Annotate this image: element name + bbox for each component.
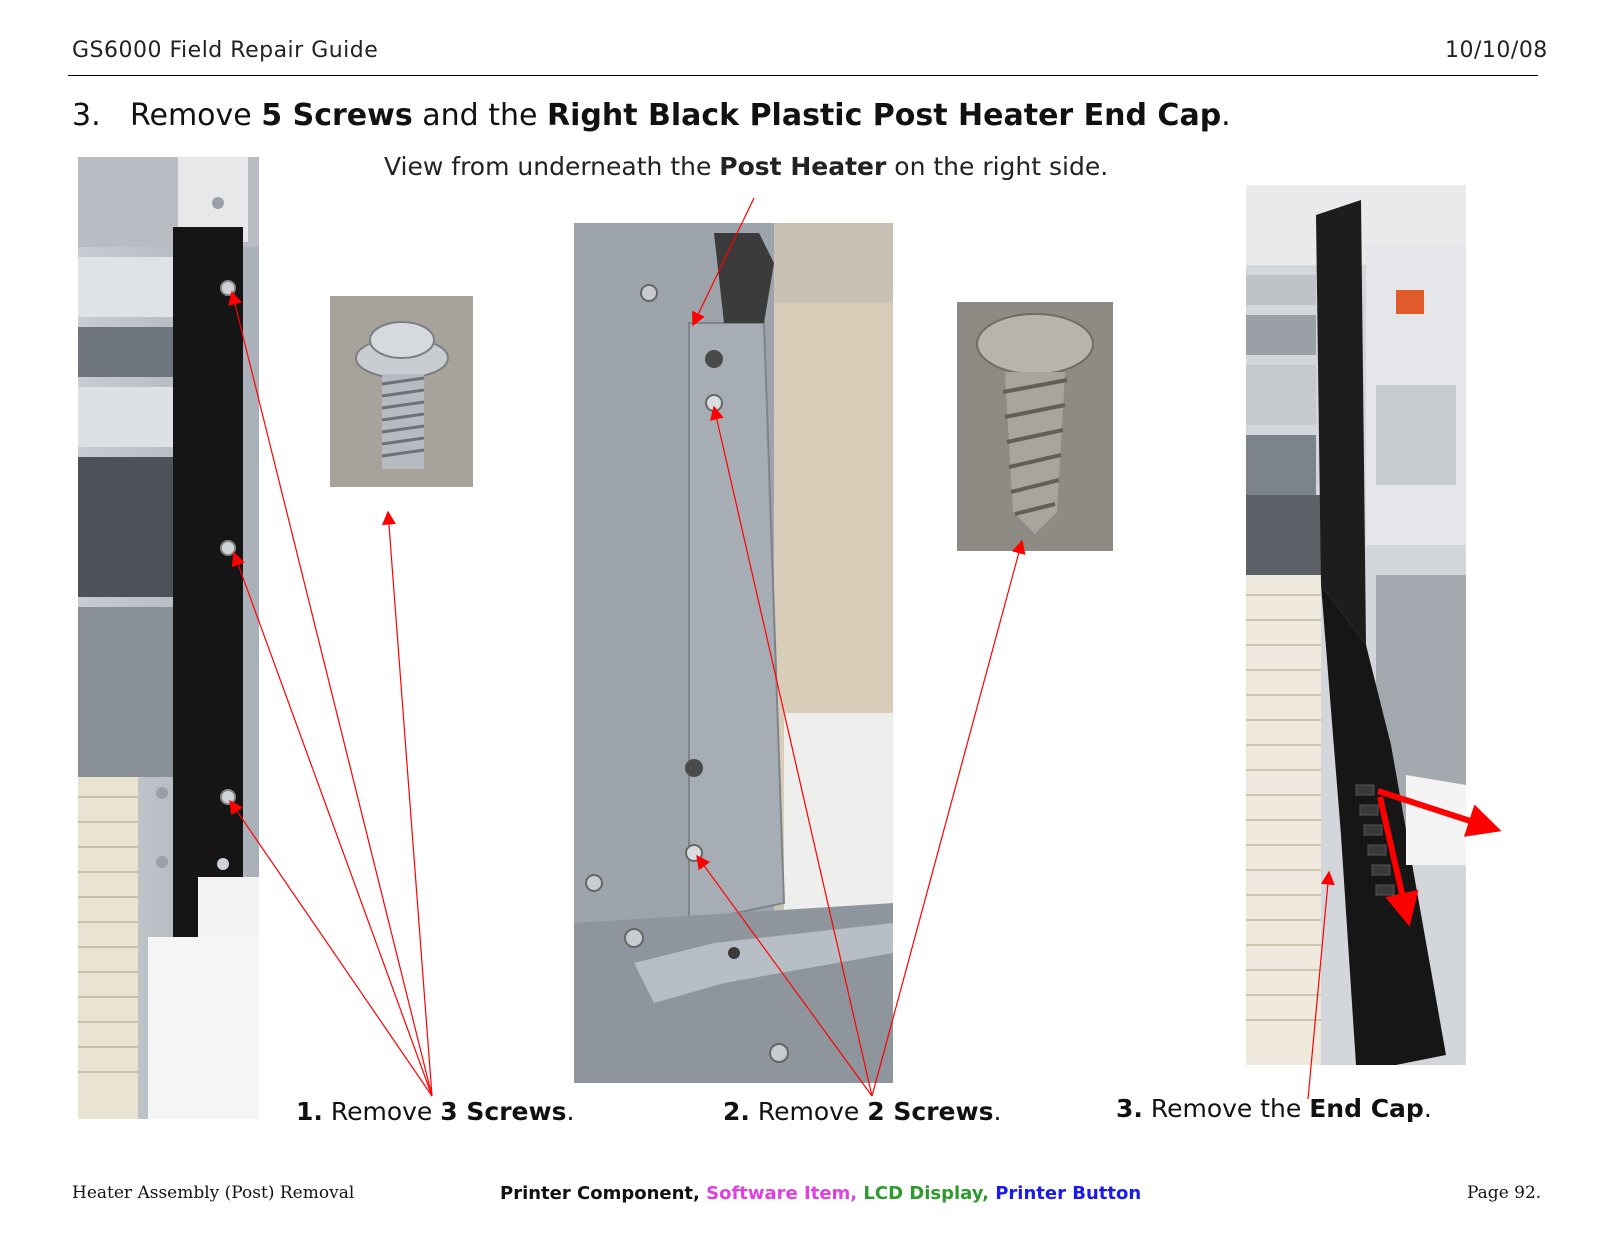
text-run: Remove bbox=[322, 1097, 441, 1126]
text-run: 1. bbox=[296, 1097, 323, 1126]
text-run: 3 Screws bbox=[440, 1097, 567, 1126]
text-run: 5 Screws bbox=[261, 98, 413, 133]
text-run: on the right side. bbox=[886, 152, 1109, 181]
footer-section-title: Heater Assembly (Post) Removal bbox=[72, 1183, 355, 1203]
header-date: 10/10/08 bbox=[1445, 38, 1548, 63]
text-run: End Cap bbox=[1309, 1094, 1424, 1123]
text-run: Remove bbox=[130, 98, 262, 133]
text-run: View from underneath the bbox=[384, 152, 720, 181]
step-title: 3. Remove 5 Screws and the Right Black Pl… bbox=[72, 98, 1231, 133]
text-run: 3. bbox=[1116, 1094, 1143, 1123]
header-title: GS6000 Field Repair Guide bbox=[72, 38, 379, 63]
caption-step-2: 2. Remove 2 Screws. bbox=[723, 1097, 1001, 1126]
text-run: . bbox=[566, 1097, 575, 1126]
photo-center-bracket bbox=[574, 223, 893, 1083]
caption-step-3: 3. Remove the End Cap. bbox=[1116, 1094, 1432, 1123]
step-number: 3. bbox=[72, 98, 101, 133]
photo-tapping-screw bbox=[957, 302, 1113, 551]
header-rule bbox=[68, 75, 1538, 76]
callout-line-1b bbox=[231, 551, 433, 1097]
callout-line-2c bbox=[871, 539, 1026, 1097]
footer-page-number: Page 92. bbox=[1467, 1183, 1542, 1203]
text-run: . bbox=[993, 1097, 1002, 1126]
text-run: 2. bbox=[723, 1097, 750, 1126]
text-run: Post Heater bbox=[719, 152, 887, 181]
photo-left-endcap bbox=[78, 157, 259, 1119]
view-note: View from underneath the Post Heater on … bbox=[384, 152, 1108, 181]
photo-right-endcap bbox=[1246, 185, 1466, 1065]
text-run: and the bbox=[412, 98, 547, 133]
step-text: Remove 5 Screws and the Right Black Plas… bbox=[130, 98, 1231, 133]
legend-item: LCD Display, bbox=[863, 1183, 996, 1204]
text-run: . bbox=[1423, 1094, 1432, 1123]
photo-machine-screw bbox=[330, 296, 473, 487]
text-run: Right Black Plastic Post Heater End Cap bbox=[547, 98, 1222, 133]
callout-line-1c bbox=[229, 799, 433, 1097]
caption-step-1: 1. Remove 3 Screws. bbox=[296, 1097, 574, 1126]
text-run: Remove bbox=[749, 1097, 868, 1126]
text-run: 2 Screws bbox=[867, 1097, 994, 1126]
callout-line-1d bbox=[381, 510, 433, 1097]
legend-item: Printer Component, bbox=[500, 1183, 707, 1204]
legend-item: Software Item, bbox=[706, 1183, 864, 1204]
legend-item: Printer Button bbox=[995, 1183, 1142, 1204]
text-run: Remove the bbox=[1142, 1094, 1310, 1123]
footer-legend: Printer Component, Software Item, LCD Di… bbox=[500, 1183, 1141, 1204]
text-run: . bbox=[1221, 98, 1231, 133]
